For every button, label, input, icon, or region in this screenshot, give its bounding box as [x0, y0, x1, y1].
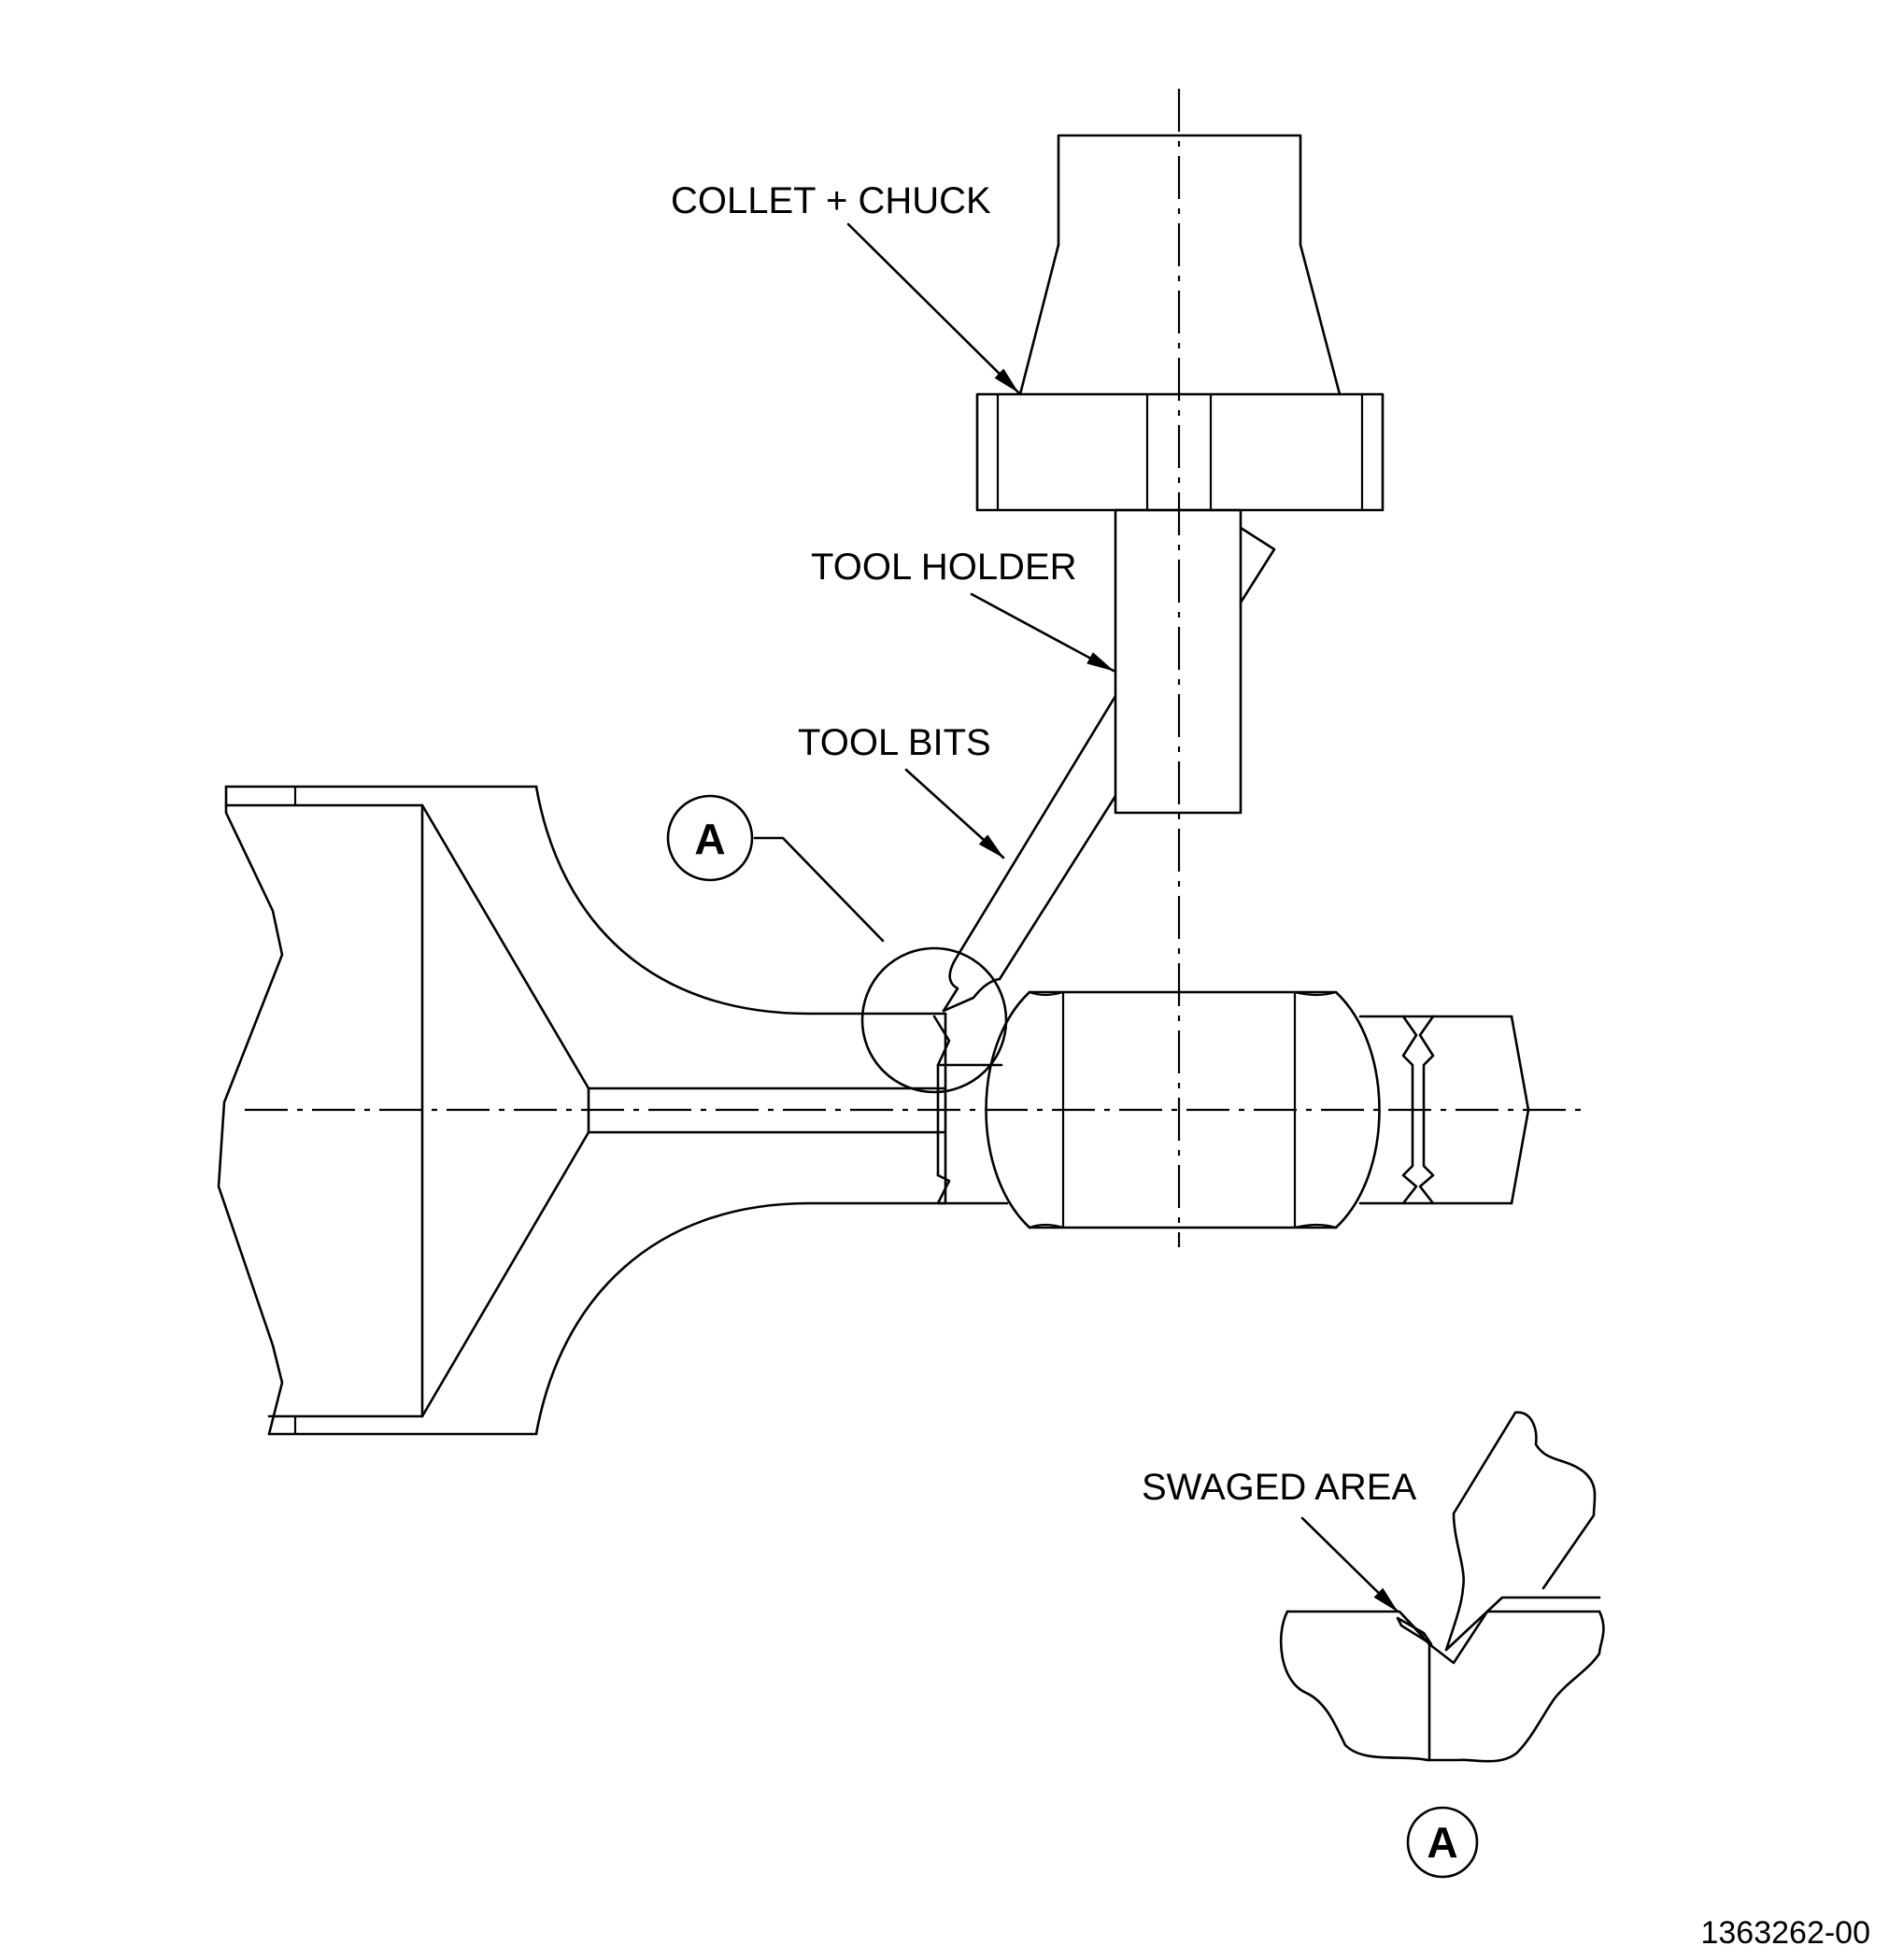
detail-view-a — [1279, 1411, 1605, 1763]
leader-collet-chuck — [846, 222, 1020, 394]
callout-letter: A — [694, 815, 725, 863]
label-swaged-area: SWAGED AREA — [1142, 1467, 1416, 1508]
tool-bit — [942, 694, 1117, 1013]
detail-circle — [860, 946, 1008, 1094]
label-collet-chuck: COLLET + CHUCK — [671, 180, 991, 221]
callout-bubble — [666, 794, 754, 882]
view-bubble — [1406, 1806, 1479, 1879]
label-tool-holder: TOOL HOLDER — [811, 547, 1077, 588]
nut — [985, 990, 1381, 1229]
right-fitting — [1358, 1015, 1530, 1205]
workpiece-body — [217, 785, 947, 1436]
drawing-number: 1363262-00 — [1700, 1915, 1870, 1951]
label-tool-bits: TOOL BITS — [798, 722, 991, 763]
leader-tool-holder — [970, 592, 1115, 673]
leader-tool-bits — [904, 768, 1005, 859]
left-groove — [932, 1012, 1009, 1205]
detail-leader — [753, 836, 885, 943]
view-letter: A — [1427, 1818, 1457, 1867]
tool-holder — [1114, 508, 1276, 815]
